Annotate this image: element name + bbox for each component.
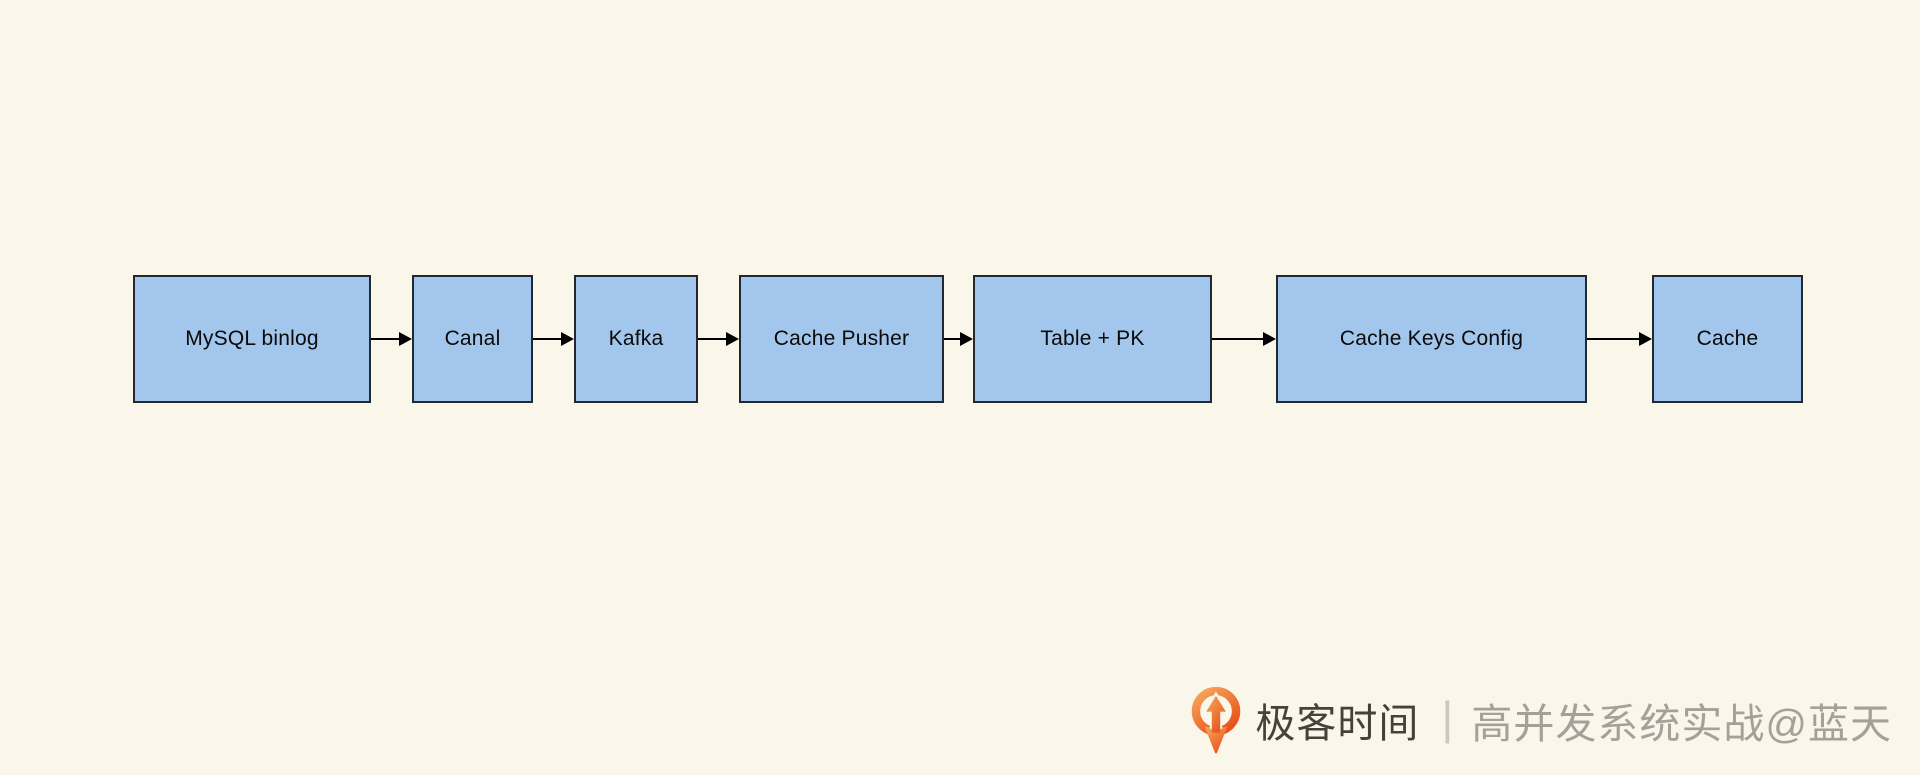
node-cache-pusher: Cache Pusher [739,275,944,403]
arrowhead-icon [1263,332,1276,346]
watermark-caption: 高并发系统实战@蓝天 [1471,701,1892,747]
flow-arrow-2 [533,332,574,346]
node-table-pk: Table + PK [973,275,1212,403]
watermark-divider: | [1441,692,1454,744]
arrowhead-icon [399,332,412,346]
node-mysql-binlog: MySQL binlog [133,275,371,403]
flow-arrow-1 [371,332,412,346]
arrowhead-icon [1639,332,1652,346]
arrow-line [944,338,963,340]
arrowhead-icon [561,332,574,346]
node-canal: Canal [412,275,533,403]
arrow-line [1587,338,1642,340]
watermark-brand: 极客时间 [1255,702,1420,746]
arrowhead-icon [960,332,973,346]
node-cache-keys-config: Cache Keys Config [1276,275,1587,403]
arrow-line [698,338,729,340]
flow-arrow-4 [944,332,973,346]
arrow-line [1212,338,1266,340]
watermark: 极客时间 | 高并发系统实战@蓝天 [1188,678,1892,762]
flow-arrow-3 [698,332,739,346]
arrow-line [371,338,402,340]
arrow-line [533,338,564,340]
geektime-logo-icon [1192,686,1241,753]
node-cache: Cache [1652,275,1803,403]
arrowhead-icon [726,332,739,346]
node-kafka: Kafka [574,275,698,403]
flow-arrow-5 [1212,332,1276,346]
flow-arrow-6 [1587,332,1652,346]
